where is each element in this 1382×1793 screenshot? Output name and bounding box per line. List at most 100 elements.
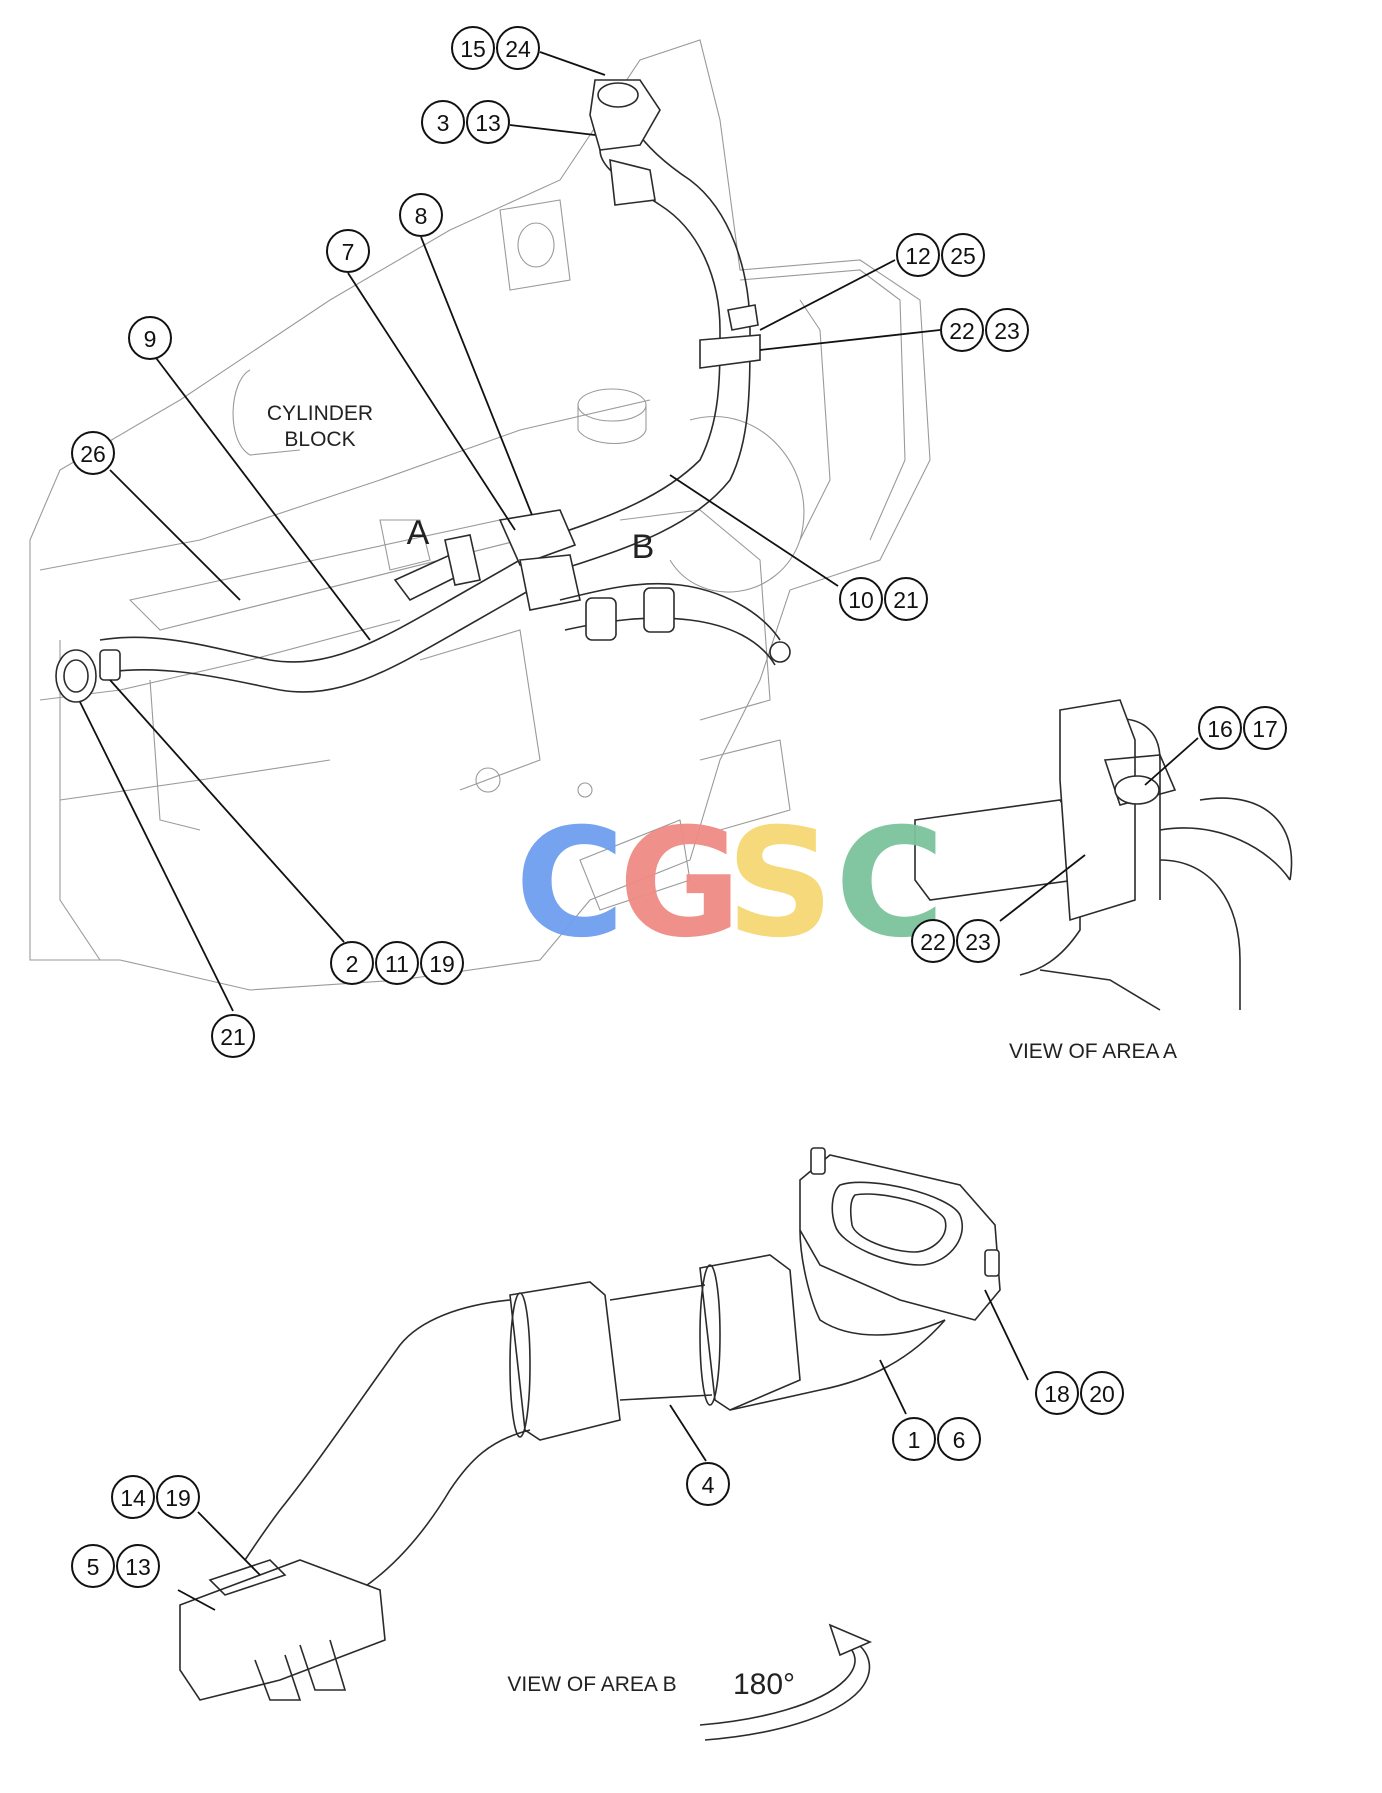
- callout-circle: [466, 100, 510, 144]
- callout-circle: [375, 941, 419, 985]
- callout-c19b: 19: [156, 1475, 200, 1519]
- callout-c21a: 21: [884, 577, 928, 621]
- callout-number: 21: [893, 587, 919, 613]
- callout-circle: [1198, 706, 1242, 750]
- watermark-letter-s: S: [726, 797, 834, 971]
- callout-circle: [128, 316, 172, 360]
- callout-number: 24: [505, 36, 531, 62]
- callout-number: 20: [1089, 1381, 1115, 1407]
- callout-circle: [496, 26, 540, 70]
- callout-c9: 9: [128, 316, 172, 360]
- callout-circle: [71, 1544, 115, 1588]
- cylinder-block-label-line1: CYLINDER: [267, 402, 373, 425]
- callout-c6: 6: [937, 1417, 981, 1461]
- callout-number: 1: [908, 1427, 921, 1453]
- callout-c22b: 22: [911, 919, 955, 963]
- callout-number: 13: [475, 110, 501, 136]
- engine-assembly-drawing: [29, 39, 931, 991]
- watermark-letter-g: G: [618, 797, 741, 971]
- leader-lines: [79, 51, 1199, 1611]
- callout-circle: [326, 229, 370, 273]
- callout-c23b: 23: [956, 919, 1000, 963]
- callout-c24a: 24: [496, 26, 540, 70]
- callout-c25: 25: [941, 233, 985, 277]
- view-area-b-drawing: [179, 1147, 1001, 1741]
- callout-number: 15: [460, 36, 486, 62]
- callout-c15: 15: [451, 26, 495, 70]
- callout-circle: [686, 1462, 730, 1506]
- callout-c22a: 22: [940, 308, 984, 352]
- callout-circle: [330, 941, 374, 985]
- callout-c1: 1: [892, 1417, 936, 1461]
- callout-circle: [940, 308, 984, 352]
- callout-number: 26: [80, 441, 106, 467]
- callout-circle: [941, 233, 985, 277]
- callout-circle: [896, 233, 940, 277]
- callout-c5: 5: [71, 1544, 115, 1588]
- callout-number: 17: [1252, 716, 1278, 742]
- view-area-a-drawing: [914, 699, 1293, 1011]
- callout-circle: [839, 577, 883, 621]
- callout-c16: 16: [1198, 706, 1242, 750]
- rotation-label: 180°: [733, 1668, 795, 1701]
- callout-circle: [937, 1417, 981, 1461]
- callout-c3: 3: [421, 100, 465, 144]
- view-area-b-title: VIEW OF AREA B: [507, 1673, 676, 1696]
- callout-circle: [421, 100, 465, 144]
- callout-number: 5: [87, 1554, 100, 1580]
- callout-number: 19: [165, 1485, 191, 1511]
- callout-number: 11: [385, 951, 409, 977]
- callout-c10: 10: [839, 577, 883, 621]
- callout-number: 3: [437, 110, 450, 136]
- callout-number: 19: [429, 951, 455, 977]
- callout-number: 22: [920, 929, 946, 955]
- callout-number: 2: [346, 951, 359, 977]
- callout-c12: 12: [896, 233, 940, 277]
- callout-c20: 20: [1080, 1371, 1124, 1415]
- callout-c4: 4: [686, 1462, 730, 1506]
- callout-circle: [71, 431, 115, 475]
- callout-circle: [1080, 1371, 1124, 1415]
- callout-c23a: 23: [985, 308, 1029, 352]
- callout-number: 6: [953, 1427, 966, 1453]
- callout-number: 22: [949, 318, 975, 344]
- callout-number: 7: [342, 239, 355, 265]
- callout-c11: 11: [375, 941, 419, 985]
- callout-circle: [892, 1417, 936, 1461]
- callout-circle: [211, 1014, 255, 1058]
- area-a-marker: A: [407, 514, 430, 552]
- callout-c2: 2: [330, 941, 374, 985]
- callout-c8: 8: [399, 193, 443, 237]
- cylinder-block-label-line2: BLOCK: [284, 428, 355, 451]
- callout-c14: 14: [111, 1475, 155, 1519]
- callout-circle: [399, 193, 443, 237]
- callout-c13b: 13: [116, 1544, 160, 1588]
- callout-c21b: 21: [211, 1014, 255, 1058]
- view-area-a-title: VIEW OF AREA A: [1009, 1040, 1177, 1063]
- callout-circle: [1035, 1371, 1079, 1415]
- callout-number: 25: [950, 243, 976, 269]
- area-b-marker: B: [632, 528, 655, 566]
- callout-number: 23: [965, 929, 991, 955]
- callout-c17: 17: [1243, 706, 1287, 750]
- callout-number: 4: [702, 1472, 715, 1498]
- callout-circle: [116, 1544, 160, 1588]
- callout-circle: [884, 577, 928, 621]
- callout-number: 16: [1207, 716, 1233, 742]
- callout-number: 12: [905, 243, 931, 269]
- callout-number: 14: [120, 1485, 146, 1511]
- callout-c13a: 13: [466, 100, 510, 144]
- callout-circle: [985, 308, 1029, 352]
- callout-number: 23: [994, 318, 1020, 344]
- callout-circle: [420, 941, 464, 985]
- callout-number: 18: [1044, 1381, 1070, 1407]
- callout-number: 13: [125, 1554, 151, 1580]
- callout-circle: [451, 26, 495, 70]
- callout-number: 8: [415, 203, 428, 229]
- callout-number: 9: [144, 326, 157, 352]
- watermark-letter-c1: C: [515, 797, 625, 971]
- callout-circle: [156, 1475, 200, 1519]
